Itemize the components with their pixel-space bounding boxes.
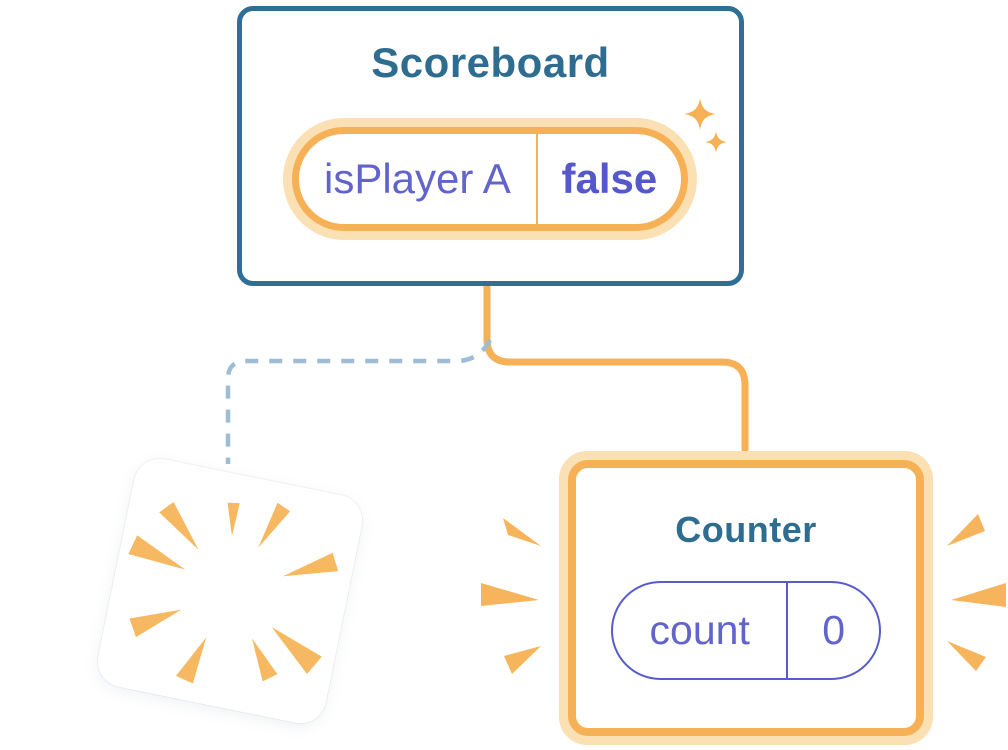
state-name-label: count <box>649 606 750 653</box>
scoreboard-title: Scoreboard <box>371 39 610 86</box>
scoreboard-state-pill: isPlayer A false <box>292 127 688 231</box>
connector-solid-orange <box>483 284 749 456</box>
sparkles-icon <box>684 98 727 153</box>
state-name-label: isPlayer A <box>324 155 511 202</box>
state-value-label: false <box>535 134 681 224</box>
counter-state-pill: count 0 <box>611 580 881 680</box>
destroyed-component-card <box>93 454 367 728</box>
scoreboard-component-card: Scoreboard isPlayer A false <box>237 6 744 286</box>
connector-dashed-blue <box>225 338 492 464</box>
counter-component-card: Counter count 0 <box>559 451 933 745</box>
burst-icon <box>128 501 339 684</box>
scoreboard-state-pill-halo: isPlayer A false <box>283 118 697 240</box>
counter-title: Counter <box>675 509 817 550</box>
counter-card-inner: Counter count 0 <box>568 460 924 736</box>
state-value-label: 0 <box>786 582 879 678</box>
